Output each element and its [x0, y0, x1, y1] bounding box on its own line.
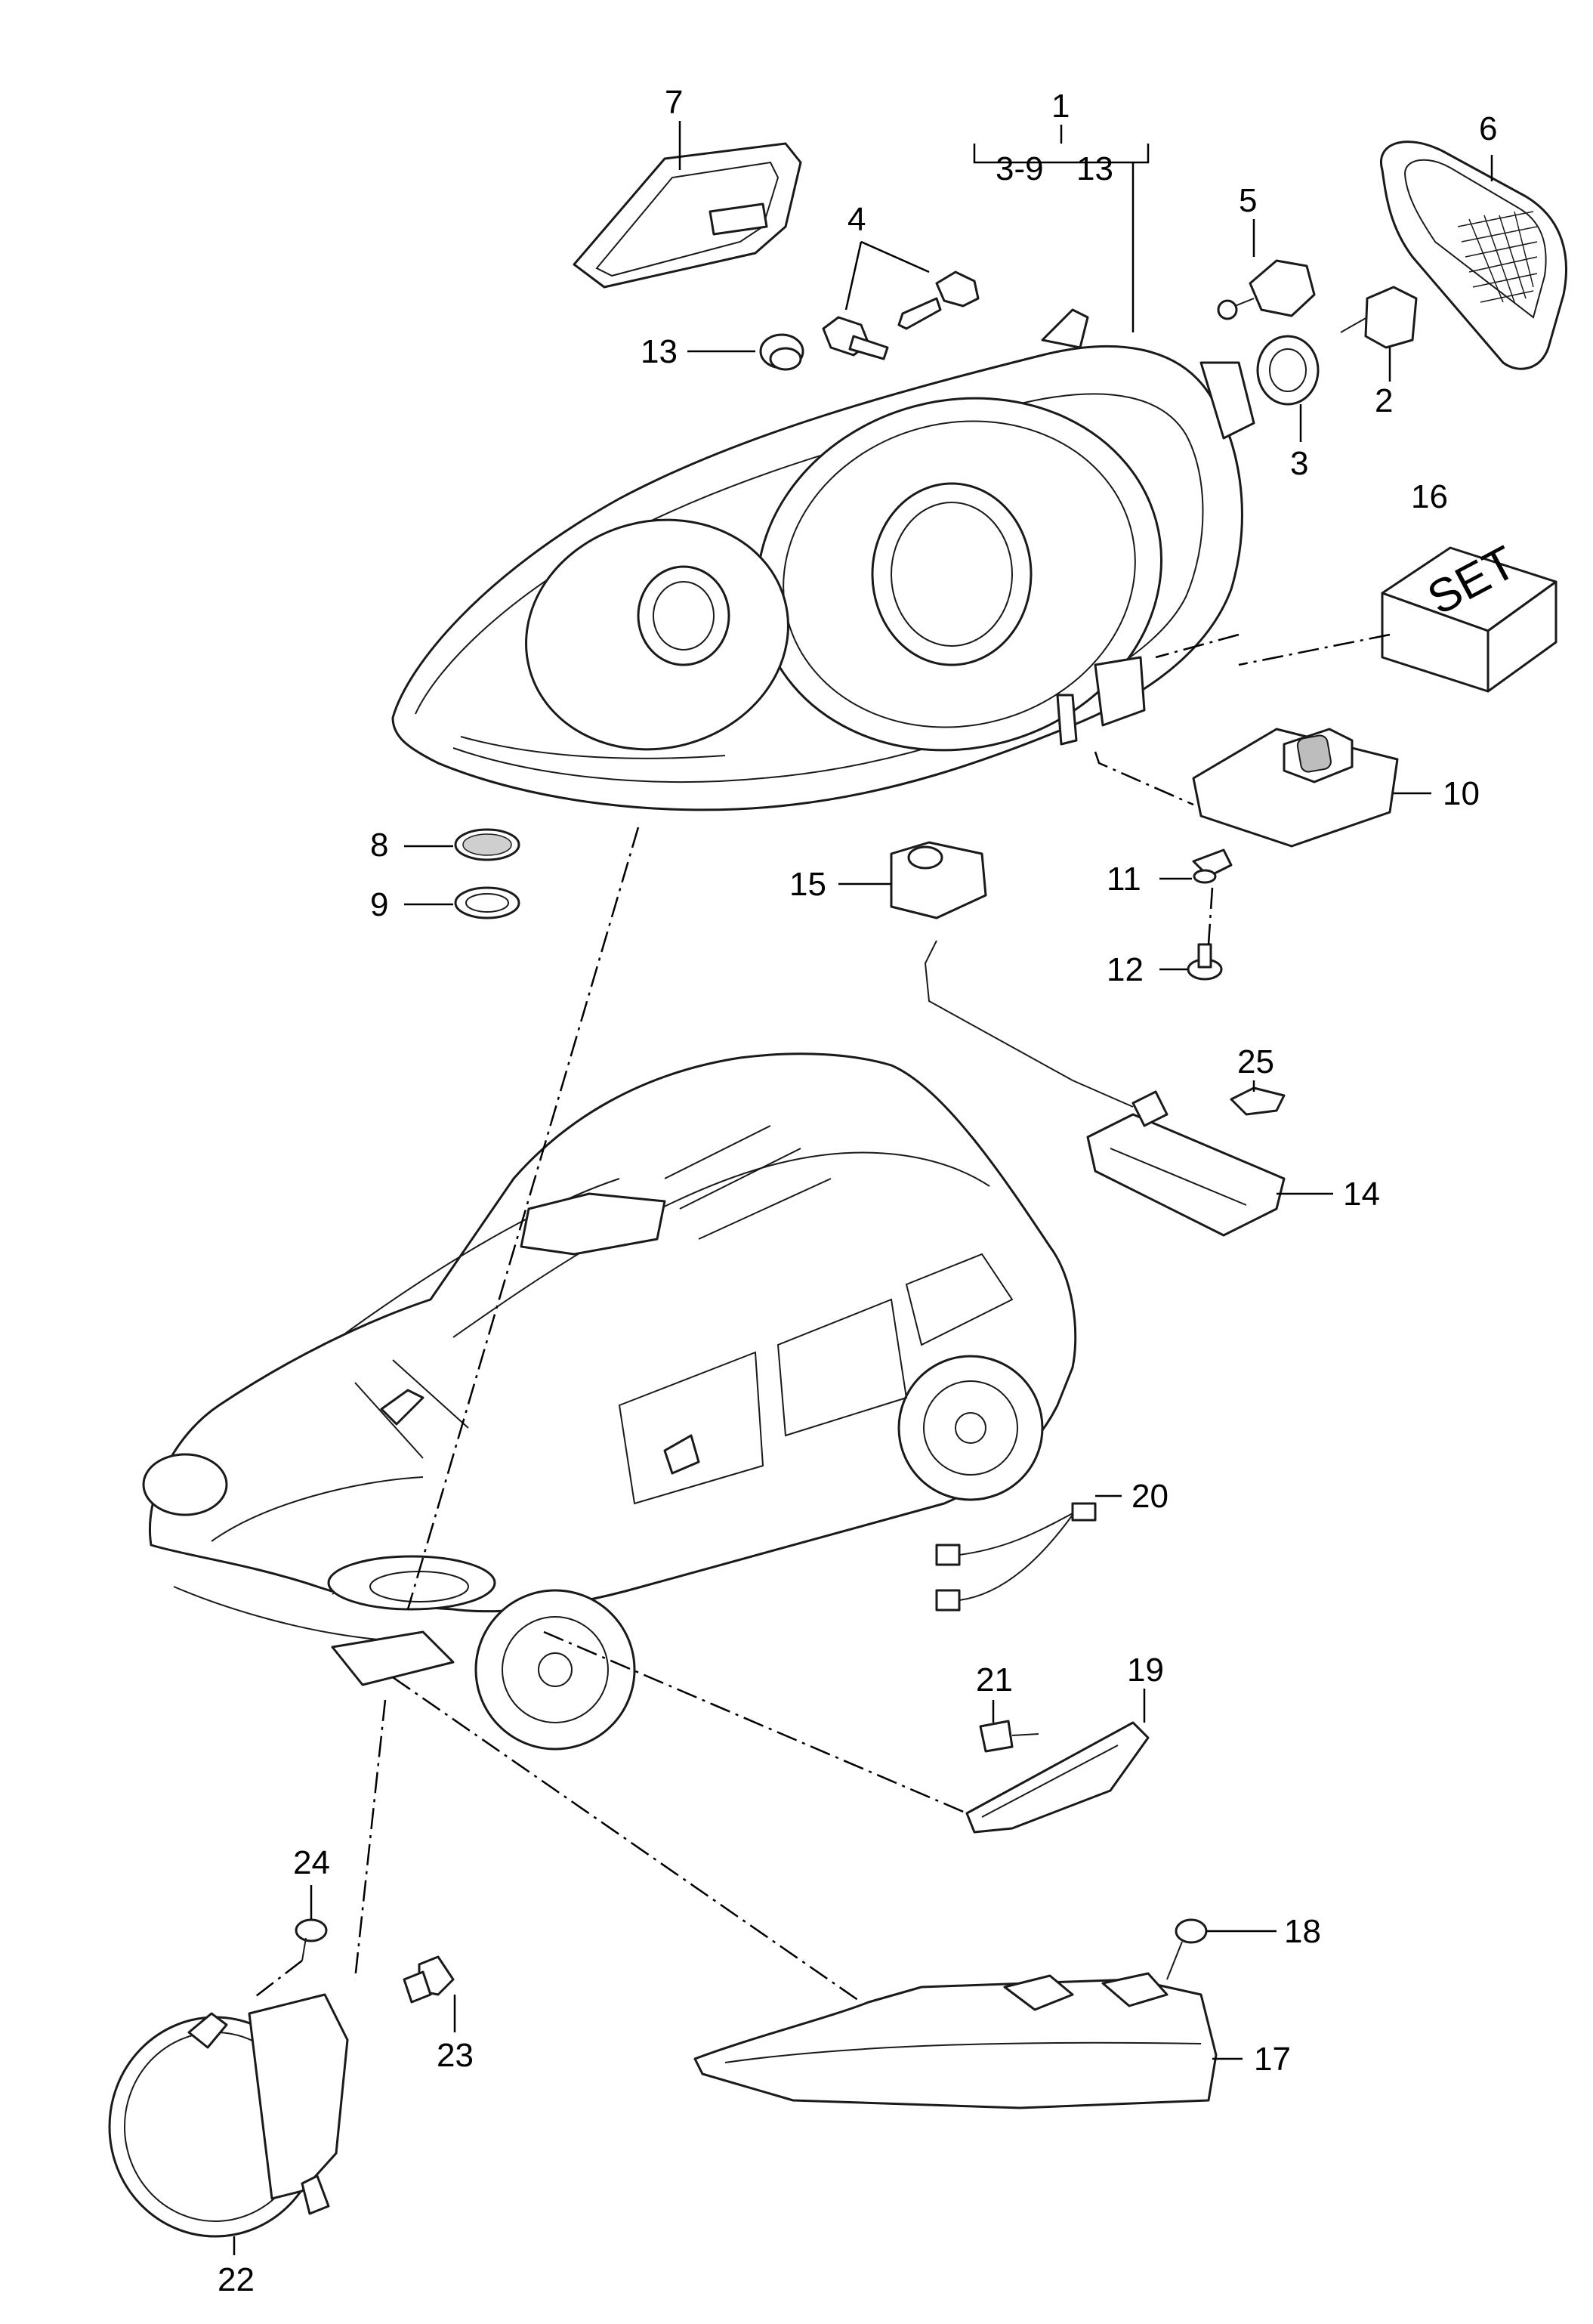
wiring-20[interactable] [935, 1502, 1097, 1612]
callout-22: 22 [218, 2261, 255, 2298]
motor-15[interactable] [890, 841, 987, 919]
callout-19: 19 [1127, 1652, 1164, 1689]
cap-13[interactable] [759, 333, 804, 371]
cable-14[interactable] [924, 940, 1286, 1237]
cover-6[interactable] [1380, 141, 1567, 370]
car-illustration [142, 1052, 1077, 1751]
callout-2: 2 [1375, 382, 1393, 419]
control-unit[interactable] [1192, 728, 1399, 848]
callout-4: 4 [847, 201, 866, 238]
callout-5: 5 [1239, 182, 1257, 219]
callout-6: 6 [1479, 110, 1497, 147]
callout-15: 15 [789, 866, 826, 903]
callout-12: 12 [1107, 951, 1144, 988]
set-box[interactable]: SET [1381, 536, 1557, 693]
bulb-5[interactable] [1217, 259, 1316, 320]
callout-17: 17 [1254, 2041, 1291, 2078]
side-marker-19[interactable] [965, 1721, 1150, 1834]
callout-1-sub-b: 13 [1076, 150, 1113, 187]
callout-16: 16 [1411, 478, 1448, 515]
daytime-lamp-17[interactable] [693, 1972, 1218, 2109]
fog-lamp-22[interactable] [108, 1993, 349, 2238]
callout-18: 18 [1284, 1913, 1321, 1950]
callout-10: 10 [1443, 775, 1480, 812]
callout-24: 24 [293, 1844, 330, 1881]
callout-14: 14 [1343, 1176, 1380, 1213]
screw-18[interactable] [1166, 1918, 1208, 1980]
screw-24[interactable] [295, 1918, 328, 1961]
headlight-bracket[interactable] [573, 142, 802, 289]
callout-20: 20 [1131, 1478, 1169, 1515]
callout-13: 13 [641, 333, 678, 370]
bulb-a[interactable] [822, 316, 889, 360]
callout-8: 8 [370, 827, 388, 864]
bulb-23[interactable] [403, 1955, 455, 2004]
leader-lines [233, 121, 1493, 2255]
callout-3: 3 [1290, 445, 1308, 482]
callout-1: 1 [1051, 88, 1070, 125]
clip-25[interactable] [1230, 1086, 1286, 1116]
callout-21: 21 [976, 1661, 1013, 1698]
callout-7: 7 [665, 84, 683, 121]
screw-12[interactable] [1187, 943, 1223, 981]
callout-25: 25 [1237, 1043, 1274, 1080]
callout-labels: 1 3-9 13 2 3 4 5 6 7 8 9 10 11 12 13 14 … [218, 84, 1497, 2298]
bulb-21[interactable] [979, 1720, 1039, 1753]
ring-3[interactable] [1256, 335, 1320, 406]
clip-11[interactable] [1192, 848, 1233, 884]
callout-9: 9 [370, 886, 388, 923]
callout-11: 11 [1107, 861, 1141, 898]
bulb-b[interactable] [897, 270, 980, 330]
callout-23: 23 [437, 2037, 474, 2074]
bulb-2[interactable] [1340, 286, 1418, 349]
seal-8[interactable] [454, 828, 520, 861]
seal-9[interactable] [454, 886, 520, 919]
callout-1-sub-a: 3-9 [996, 150, 1044, 187]
dash-lines [252, 633, 1391, 2004]
headlight-assembly[interactable] [391, 308, 1255, 811]
